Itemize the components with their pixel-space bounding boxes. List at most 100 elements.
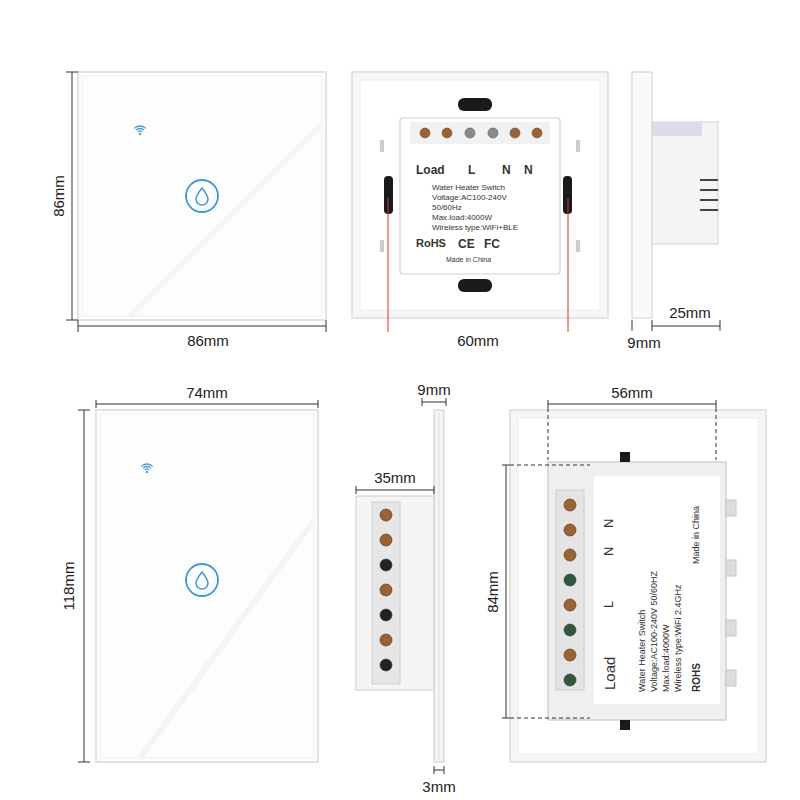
side-view (434, 410, 444, 762)
leader-line (568, 198, 569, 332)
terminal-screw (564, 524, 576, 536)
dimension-label: 86mm (185, 333, 231, 348)
dimension-label: 74mm (184, 385, 230, 400)
module-text: L (468, 164, 475, 176)
back-plate (380, 140, 384, 152)
front-panel (78, 72, 326, 320)
terminal-screw (465, 128, 475, 138)
switch-module (620, 720, 630, 730)
dimension-line (506, 465, 507, 718)
side-view (652, 122, 718, 244)
terminal-screw (532, 128, 542, 138)
terminal-screw (564, 649, 576, 661)
side-view (700, 179, 718, 181)
module-text: Wireless type:WiFi 2.4GHz (674, 584, 683, 692)
switch-module (548, 462, 726, 720)
extension-line (716, 408, 717, 460)
mounting-slot (384, 98, 572, 292)
terminal-screw (564, 599, 576, 611)
dimension-line (422, 398, 423, 406)
dimension-label: 56mm (609, 385, 655, 400)
dimension-line (632, 320, 720, 331)
module-text: Voltage:AC100-240V (432, 194, 507, 202)
switch-module (556, 490, 584, 690)
dimension-line (72, 72, 73, 320)
dimension-line (548, 404, 716, 405)
dimension-line (96, 404, 318, 405)
side-view (652, 122, 702, 136)
dimension-line (502, 465, 510, 466)
switch-module (548, 452, 736, 730)
dimension-line (78, 400, 318, 762)
back-plate (576, 240, 580, 252)
dimension-label: 60mm (455, 333, 501, 348)
terminal-screw (380, 559, 392, 571)
terminal-screw (564, 624, 576, 636)
back-plate (510, 410, 766, 762)
terminal-screw (442, 128, 452, 138)
label-rotator: LoadLNNWater Heater SwitchVoltage:AC100-… (594, 476, 720, 704)
side-view (372, 502, 400, 684)
front-panel (96, 410, 318, 762)
dimension-line (66, 72, 326, 332)
dimension-line (78, 326, 326, 327)
terminal-screw (380, 634, 392, 646)
back-plate (352, 72, 608, 318)
switch-module (400, 118, 560, 274)
side-view (632, 72, 718, 318)
module-label: LoadLNNWater Heater SwitchVoltage:AC100-… (594, 476, 720, 704)
dimension-line (66, 320, 78, 321)
front-panel (78, 72, 326, 320)
module-text: N (602, 547, 615, 556)
side-view (700, 209, 718, 211)
module-text: Wireless type:WiFi+BLE (432, 224, 518, 232)
front-panel (140, 520, 314, 758)
switch-module (620, 452, 630, 462)
module-text: N (524, 164, 533, 176)
dimension-line (84, 410, 85, 762)
touch-button (186, 180, 218, 212)
module-text: N (502, 164, 511, 176)
dimension-line (716, 400, 717, 408)
dimension-label: 86mm (51, 173, 66, 219)
dimension-line (356, 486, 357, 494)
side-view (700, 189, 718, 191)
module-text: Load (416, 164, 445, 176)
extension-line (510, 718, 590, 719)
wifi-icon (134, 126, 145, 135)
terminal-screw (510, 128, 520, 138)
switch-module (726, 500, 736, 516)
mounting-slot (458, 279, 492, 292)
dimension-line (632, 320, 633, 331)
terminal-screw (380, 509, 392, 521)
leader-line (388, 198, 389, 332)
terminal-screw (564, 499, 576, 511)
dimension-line (652, 326, 720, 327)
back-plate (576, 140, 580, 152)
dimension-line (356, 490, 434, 491)
module-text: FC (484, 238, 500, 250)
module-text: Max.load:4000W (432, 214, 492, 222)
dimension-label: 118mm (61, 560, 76, 613)
dimension-line (66, 72, 78, 73)
dimension-label: 9mm (415, 382, 452, 397)
dimension-line (326, 320, 327, 332)
dimension-line (78, 320, 79, 332)
terminal-screw (564, 549, 576, 561)
dimension-line (78, 410, 90, 411)
module-text: CE (458, 238, 475, 250)
dimension-line (422, 402, 446, 403)
dimension-line (356, 398, 446, 774)
module-text: ROHS (692, 663, 702, 692)
front-panel (96, 410, 318, 762)
module-text: Voltage:AC100-240V 50/60HZ (650, 571, 659, 692)
dimension-line (318, 400, 319, 408)
module-label: LoadLNNWater Heater SwitchVoltage:AC100-… (406, 158, 554, 270)
side-view (356, 410, 444, 762)
dimension-line (434, 770, 444, 771)
side-view (356, 496, 434, 690)
switch-module (726, 620, 736, 636)
terminal-screw (564, 674, 576, 686)
dimension-label: 25mm (667, 305, 713, 320)
module-text: Water Heater Switch (638, 610, 647, 692)
